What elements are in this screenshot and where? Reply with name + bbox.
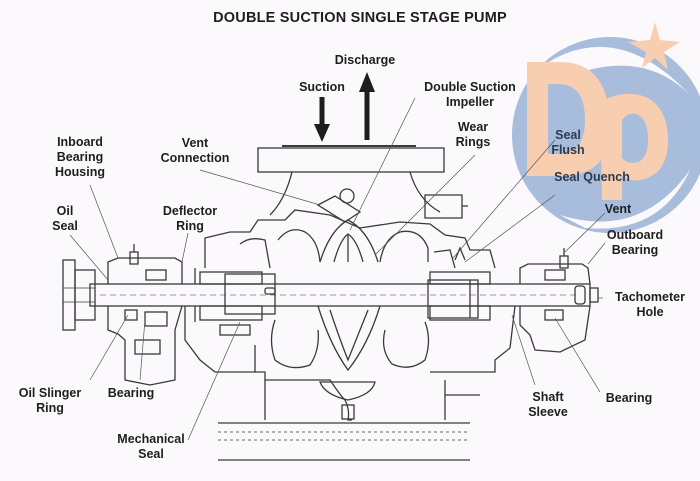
watermark-swoosh <box>530 46 690 95</box>
label-bearing-outboard: Bearing <box>605 391 653 405</box>
suction-arrow <box>314 97 330 142</box>
leader-lines <box>69 97 606 441</box>
label-mechanical-seal: Mechanical Seal <box>117 432 185 461</box>
discharge-flange <box>257 145 445 216</box>
label-bearing-inboard: Bearing <box>107 386 155 400</box>
inboard-bearing-housing <box>107 244 183 386</box>
label-inboard-bearing-housing: Inboard Bearing Housing <box>55 135 105 179</box>
coupling <box>62 259 96 331</box>
diagram-title: DOUBLE SUCTION SINGLE STAGE PUMP <box>213 10 507 26</box>
label-vent: Vent <box>604 202 632 216</box>
label-double-suction-impeller: Double Suction Impeller <box>424 80 516 109</box>
watermark-star <box>628 22 680 70</box>
label-oil-seal: Oil Seal <box>52 204 78 233</box>
watermark-letter-d <box>527 62 610 176</box>
label-deflector-ring: Deflector Ring <box>162 204 218 233</box>
discharge-arrow <box>359 72 375 140</box>
label-outboard-bearing: Outboard Bearing <box>606 228 664 257</box>
label-oil-slinger-ring: Oil Slinger Ring <box>18 386 82 415</box>
label-wear-rings: Wear Rings <box>455 120 491 149</box>
label-shaft-sleeve: Shaft Sleeve <box>528 390 568 419</box>
label-vent-connection: Vent Connection <box>160 136 230 165</box>
watermark-letter-p <box>600 93 668 200</box>
label-suction: Suction <box>299 80 345 94</box>
left-seal-chamber <box>184 268 276 373</box>
outboard-bearing-housing <box>519 248 599 353</box>
label-seal-quench: Seal Quench <box>554 170 630 184</box>
label-discharge: Discharge <box>334 53 396 67</box>
watermark-swoosh-lower <box>560 170 690 229</box>
right-seal-chamber <box>427 246 491 321</box>
label-tachometer-hole: Tachometer Hole <box>615 290 685 319</box>
base-plate <box>218 422 470 461</box>
vent-nozzle <box>316 194 468 223</box>
shaft <box>89 283 591 307</box>
casing-lower <box>255 305 516 421</box>
label-seal-flush: Seal Flush <box>551 128 585 157</box>
casing-upper <box>204 209 496 269</box>
